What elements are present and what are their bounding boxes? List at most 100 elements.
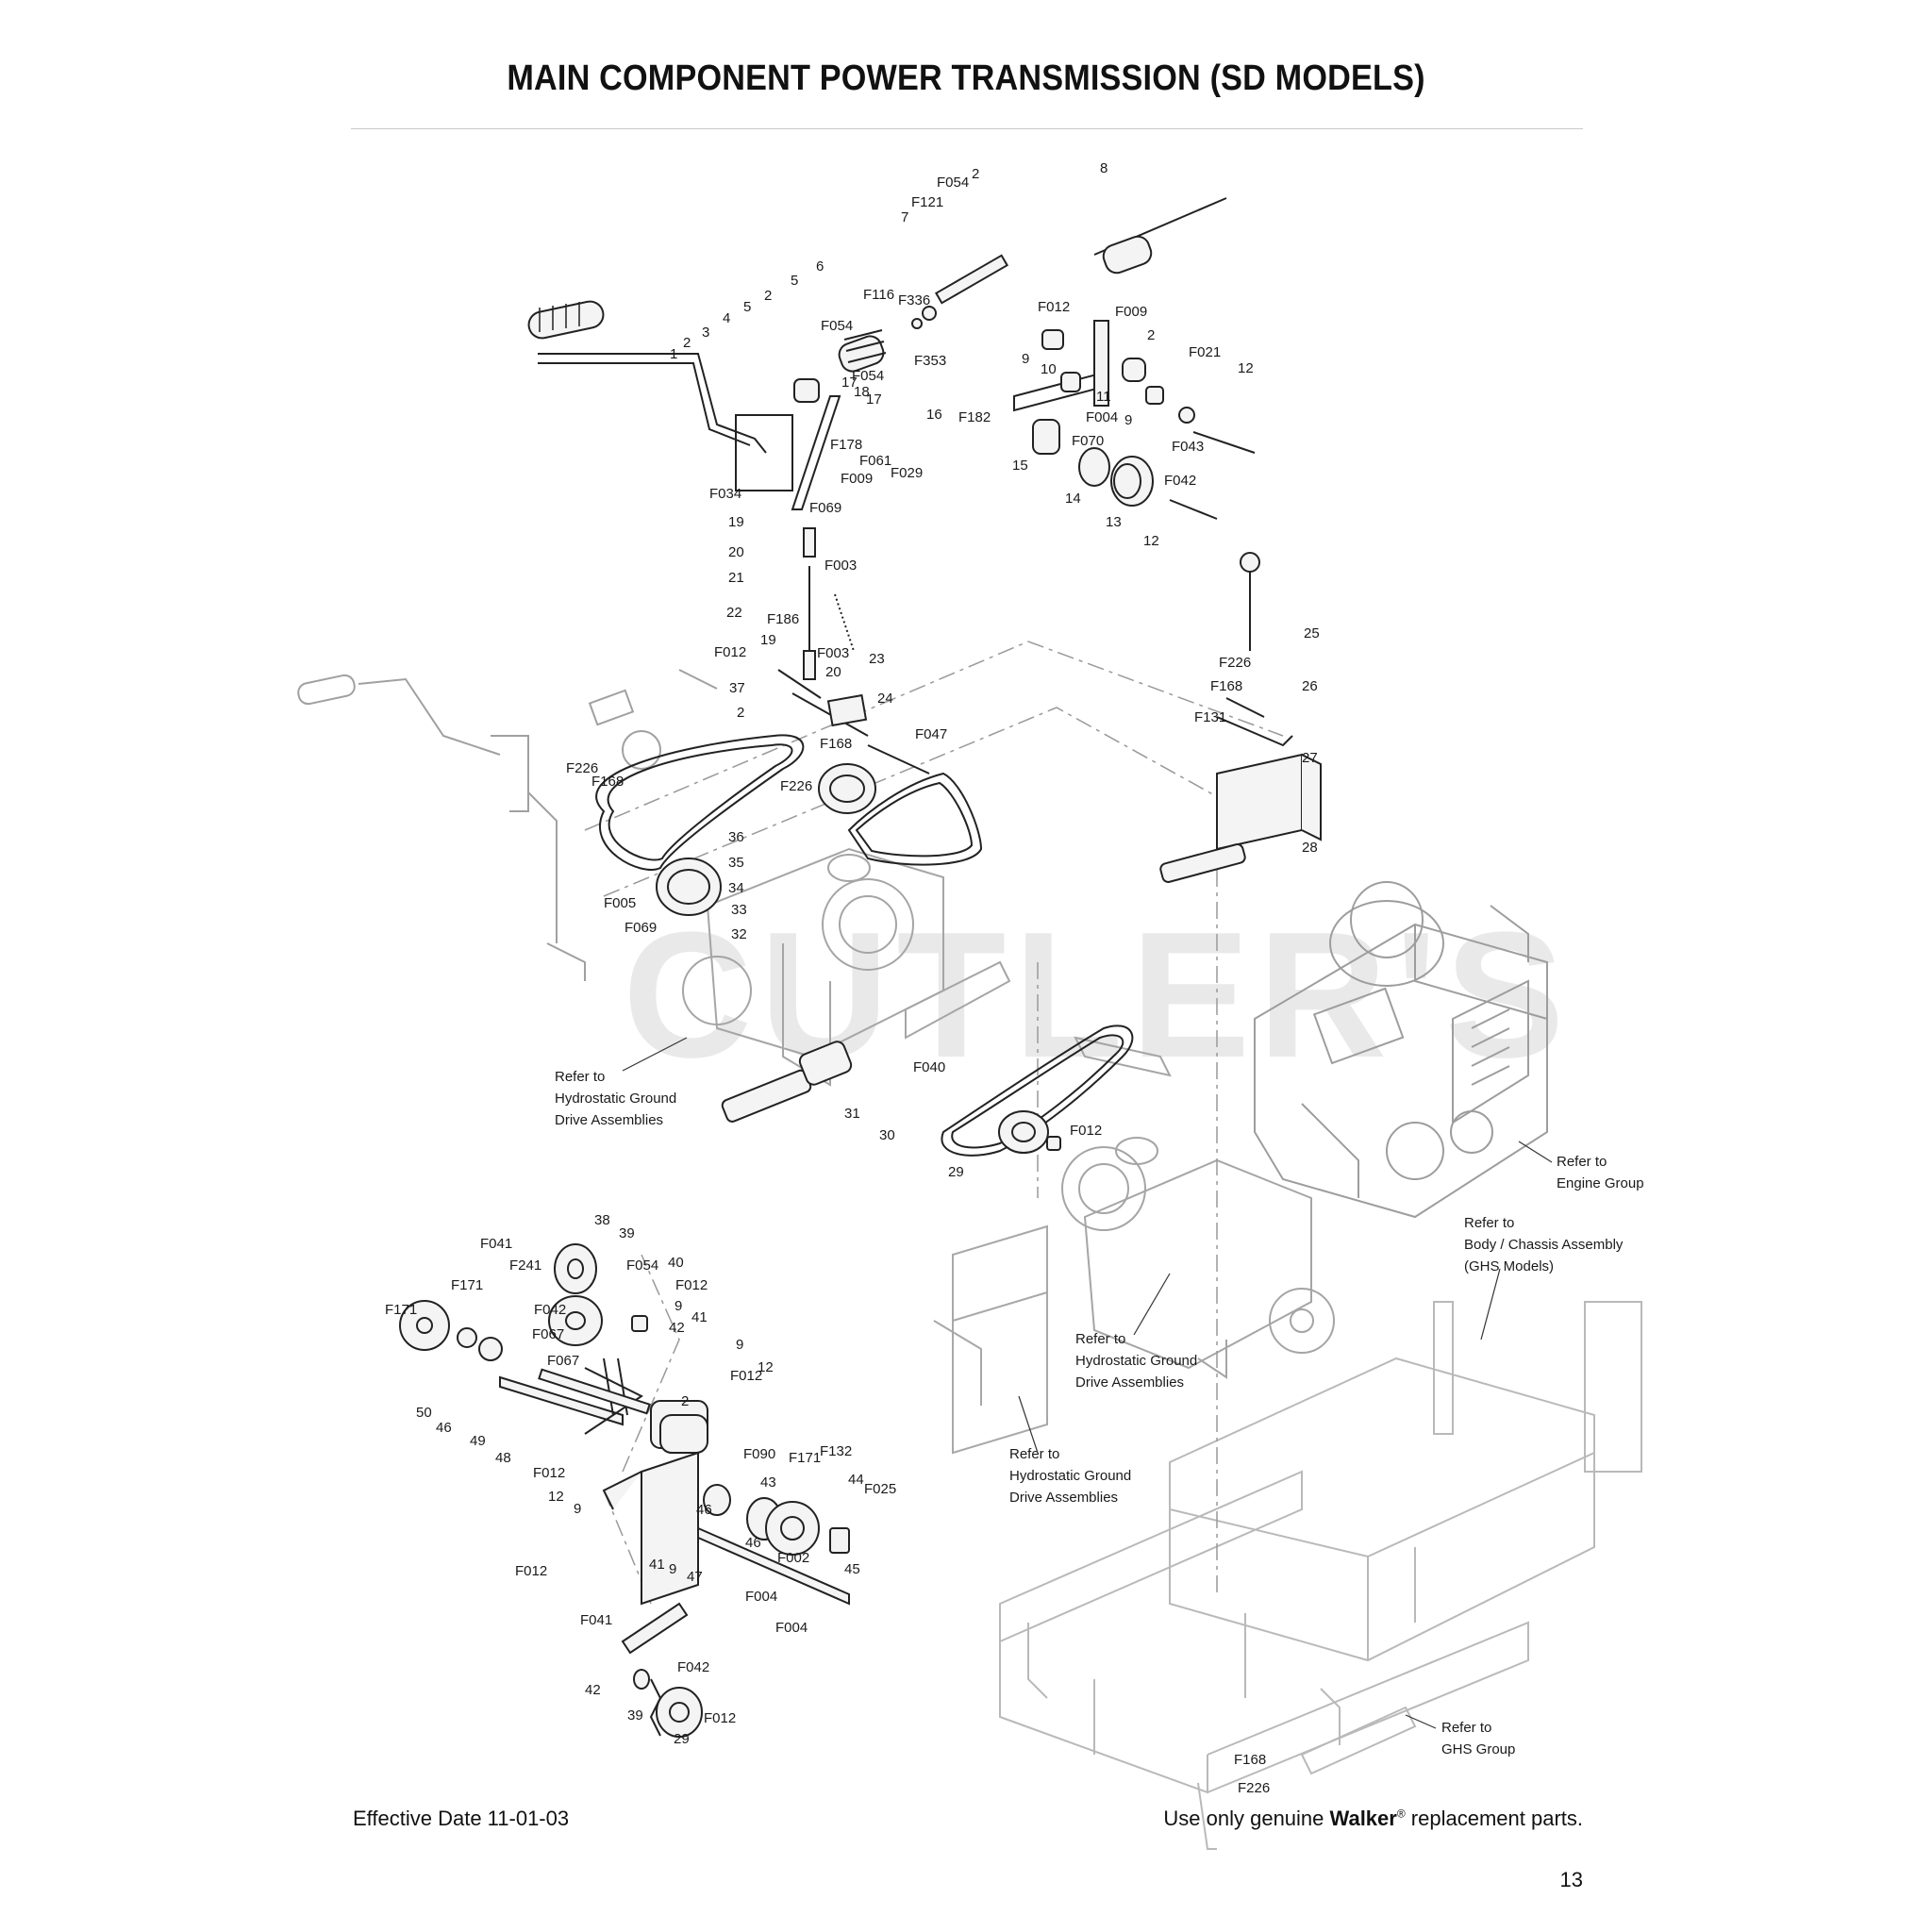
- title-divider: [351, 128, 1583, 129]
- hand-grip-upper: [527, 300, 605, 340]
- callout-label: F353: [914, 353, 946, 369]
- callout-label: 41: [649, 1557, 665, 1573]
- callout-label: 12: [758, 1359, 774, 1375]
- callout-label: 46: [745, 1535, 761, 1551]
- callout-label: 16: [926, 407, 942, 423]
- callout-label: 9: [574, 1501, 581, 1517]
- callout-label: F043: [1172, 439, 1204, 455]
- callout-label: F012: [675, 1277, 708, 1293]
- footer-disclaimer: Use only genuine Walker® replacement par…: [1163, 1807, 1583, 1831]
- callout-label: 12: [1143, 533, 1159, 549]
- callout-label: F042: [1164, 473, 1196, 489]
- callout-label: 2: [764, 288, 772, 304]
- callout-label: 18: [854, 384, 870, 400]
- callout-label: 25: [1304, 625, 1320, 641]
- callout-label: 33: [731, 902, 747, 918]
- callout-label: F009: [1115, 304, 1147, 320]
- chassis-frame: [999, 1301, 1642, 1850]
- callout-label: F034: [709, 486, 741, 502]
- pulleys-left: [656, 763, 876, 916]
- callout-label: 39: [619, 1225, 635, 1241]
- callout-label: F012: [714, 644, 746, 660]
- callout-label: 2: [683, 335, 691, 351]
- callout-label: F003: [824, 558, 857, 574]
- callout-label: 42: [669, 1320, 685, 1336]
- callout-label: 19: [760, 632, 776, 648]
- callout-label: 20: [825, 664, 841, 680]
- callout-label: F226: [1238, 1780, 1270, 1796]
- callout-label: 8: [1100, 160, 1108, 176]
- callout-label: 10: [1041, 361, 1057, 377]
- callout-label: 19: [728, 514, 744, 530]
- callout-label: 37: [729, 680, 745, 696]
- reference-note: Refer to Hydrostatic Ground Drive Assemb…: [1075, 1331, 1201, 1391]
- callout-label: 48: [495, 1450, 511, 1466]
- callout-label: F171: [789, 1450, 821, 1466]
- reference-note: Refer to Hydrostatic Ground Drive Assemb…: [555, 1069, 680, 1128]
- watermark: CUTLER'S: [623, 895, 1572, 1095]
- callout-label: 11: [1096, 389, 1111, 405]
- idler-bracket-upper-right: [1013, 320, 1256, 520]
- callout-label: F004: [1086, 409, 1118, 425]
- callout-label: F171: [385, 1302, 417, 1318]
- upper-linkage-parts: [793, 197, 1227, 403]
- callout-label: 21: [728, 570, 744, 586]
- callout-label: F012: [704, 1710, 736, 1726]
- drive-belt-left: [595, 734, 805, 871]
- callout-label: F069: [625, 920, 657, 936]
- control-rod: [777, 527, 930, 774]
- callout-label: 14: [1065, 491, 1081, 507]
- callout-label: 36: [728, 829, 744, 845]
- callout-label: 27: [1302, 750, 1318, 766]
- callout-label: F132: [820, 1443, 852, 1459]
- callout-label: F009: [841, 471, 873, 487]
- page-title: MAIN COMPONENT POWER TRANSMISSION (SD MO…: [507, 58, 1425, 98]
- callout-label: 44: [848, 1472, 864, 1488]
- callout-label: F241: [509, 1257, 541, 1274]
- callout-label: F012: [515, 1563, 547, 1579]
- footer-suffix: replacement parts.: [1405, 1807, 1583, 1830]
- callout-label: F004: [745, 1589, 777, 1605]
- callout-label: 34: [728, 880, 744, 896]
- callout-label: 12: [1238, 360, 1254, 376]
- callout-label: F054: [821, 318, 853, 334]
- reference-note: Refer to Body / Chassis Assembly (GHS Mo…: [1464, 1215, 1627, 1274]
- callout-label: 29: [948, 1164, 964, 1180]
- callout-label: F042: [534, 1302, 566, 1318]
- callout-label: 30: [879, 1127, 895, 1143]
- callout-label: F002: [777, 1550, 809, 1566]
- footer-mark: ®: [1396, 1807, 1406, 1821]
- callout-label: 43: [760, 1474, 776, 1491]
- callout-label: 20: [728, 544, 744, 560]
- alignment-lines: [584, 641, 1284, 1605]
- callout-label: 28: [1302, 840, 1318, 856]
- callout-label: F116: [863, 287, 894, 303]
- callout-label: F186: [767, 611, 799, 627]
- callout-label: 45: [844, 1561, 860, 1577]
- reference-leaders: [622, 1037, 1553, 1729]
- callout-label: 2: [681, 1393, 689, 1409]
- callout-label: F042: [677, 1659, 709, 1675]
- callout-labels: 8 F054 2 F121 7 F116 F336 6 5 5 2 4 3 2 …: [385, 160, 1320, 1796]
- callout-label: F168: [591, 774, 624, 790]
- callout-label: 2: [737, 705, 744, 721]
- drive-belt-right: [847, 772, 983, 866]
- effective-date: Effective Date 11-01-03: [353, 1807, 570, 1830]
- callout-label: 5: [743, 299, 751, 315]
- reference-note: Refer to GHS Group: [1441, 1720, 1515, 1757]
- callout-label: 49: [470, 1433, 486, 1449]
- callout-label: 17: [841, 375, 858, 391]
- callout-label: F067: [532, 1326, 564, 1342]
- callout-label: 46: [436, 1420, 452, 1436]
- page-number: 13: [1559, 1868, 1583, 1891]
- callout-label: 6: [816, 258, 824, 275]
- callout-label: 26: [1302, 678, 1318, 694]
- callout-label: 42: [585, 1682, 601, 1698]
- steering-lever-upper: [538, 353, 841, 510]
- callout-label: F131: [1194, 709, 1226, 725]
- callout-label: F004: [775, 1620, 808, 1636]
- callout-label: F012: [730, 1368, 762, 1384]
- belt-and-idler-lower: [941, 1024, 1134, 1157]
- callout-label: F041: [480, 1236, 512, 1252]
